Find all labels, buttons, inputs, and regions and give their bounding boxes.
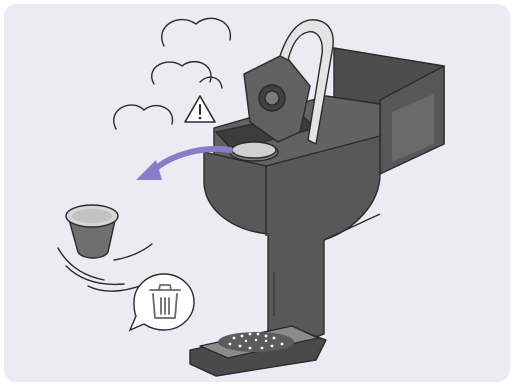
steam-lines bbox=[114, 18, 231, 129]
coffee-machine bbox=[190, 20, 444, 376]
pod-removal-illustration bbox=[4, 4, 510, 382]
trash-callout bbox=[130, 274, 194, 330]
illustration-panel bbox=[4, 4, 510, 382]
drip-tray bbox=[190, 326, 326, 376]
trash-bin-icon bbox=[150, 285, 180, 318]
machine-body bbox=[204, 136, 380, 346]
warning-triangle-icon bbox=[185, 96, 215, 122]
used-pod bbox=[66, 205, 118, 258]
pod-in-holder bbox=[230, 142, 278, 161]
